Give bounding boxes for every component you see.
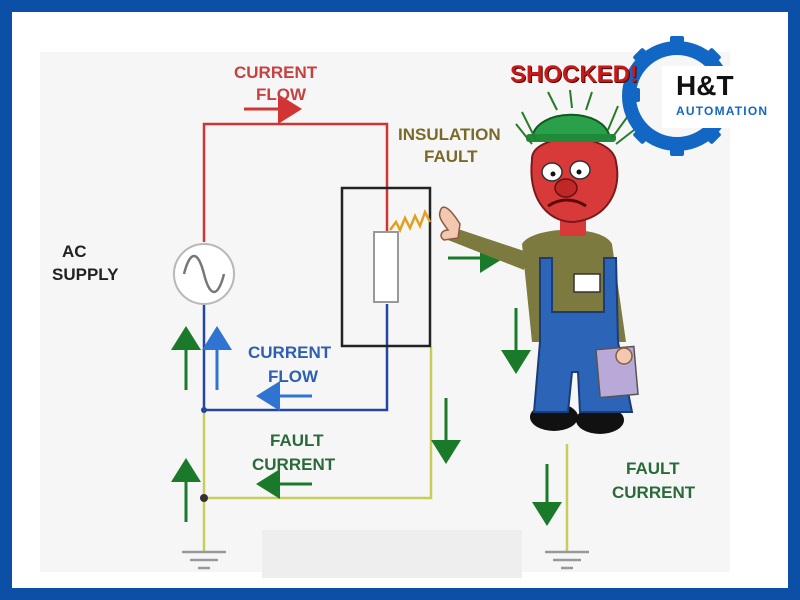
- worker-hand: [438, 206, 461, 241]
- pupil: [576, 169, 582, 175]
- resistor-load: [373, 231, 399, 303]
- current-flow-label-top: CURRENT: [234, 63, 318, 82]
- neutral-wire: [202, 304, 389, 412]
- current-flow-label-bottom: CURRENT: [248, 343, 332, 362]
- diagram-frame: AC SUPPLY CURRENT FLOW INSULATION FAULT …: [12, 12, 788, 588]
- junction-dot: [200, 494, 208, 502]
- gear-logo-icon: [622, 36, 788, 156]
- logo-brand-text: H&T: [676, 70, 734, 101]
- hat-brim: [526, 134, 616, 142]
- worker-nose: [554, 178, 578, 198]
- ground-symbol-right: [545, 444, 589, 570]
- background-strip: [262, 530, 522, 578]
- current-flow-label-top: FLOW: [256, 85, 307, 104]
- ac-supply-label: AC: [62, 242, 87, 261]
- appliance-casing: [340, 186, 432, 348]
- worker-mouth: [547, 198, 587, 208]
- live-wire: [202, 122, 389, 242]
- shocked-worker-illustration: [438, 89, 639, 434]
- ac-supply-label: SUPPLY: [52, 265, 119, 284]
- junction-dot: [201, 407, 207, 413]
- pupil: [550, 171, 556, 177]
- logo-tagline: AUTOMATION: [676, 104, 769, 118]
- electrical-shock-diagram: AC SUPPLY CURRENT FLOW INSULATION FAULT …: [40, 36, 788, 578]
- shocked-caption: SHOCKED!: [510, 61, 639, 88]
- sine-wave-icon: [182, 254, 226, 294]
- worker-arm: [448, 227, 527, 270]
- fault-current-label-left: FAULT: [270, 431, 324, 450]
- hair-spikes: [515, 89, 635, 145]
- current-flow-label-bottom: FLOW: [268, 367, 319, 386]
- name-badge: [573, 273, 601, 293]
- insulation-fault-label: FAULT: [424, 147, 478, 166]
- fault-current-label-right: FAULT: [626, 459, 680, 478]
- insulation-fault-label: INSULATION: [398, 125, 501, 144]
- worker-hand-right: [615, 347, 633, 365]
- worker-head: [530, 137, 619, 224]
- fault-current-label-right: CURRENT: [612, 483, 696, 502]
- fault-current-label-left: CURRENT: [252, 455, 336, 474]
- ground-symbol-left: [182, 542, 226, 570]
- spark-icon: [389, 208, 432, 234]
